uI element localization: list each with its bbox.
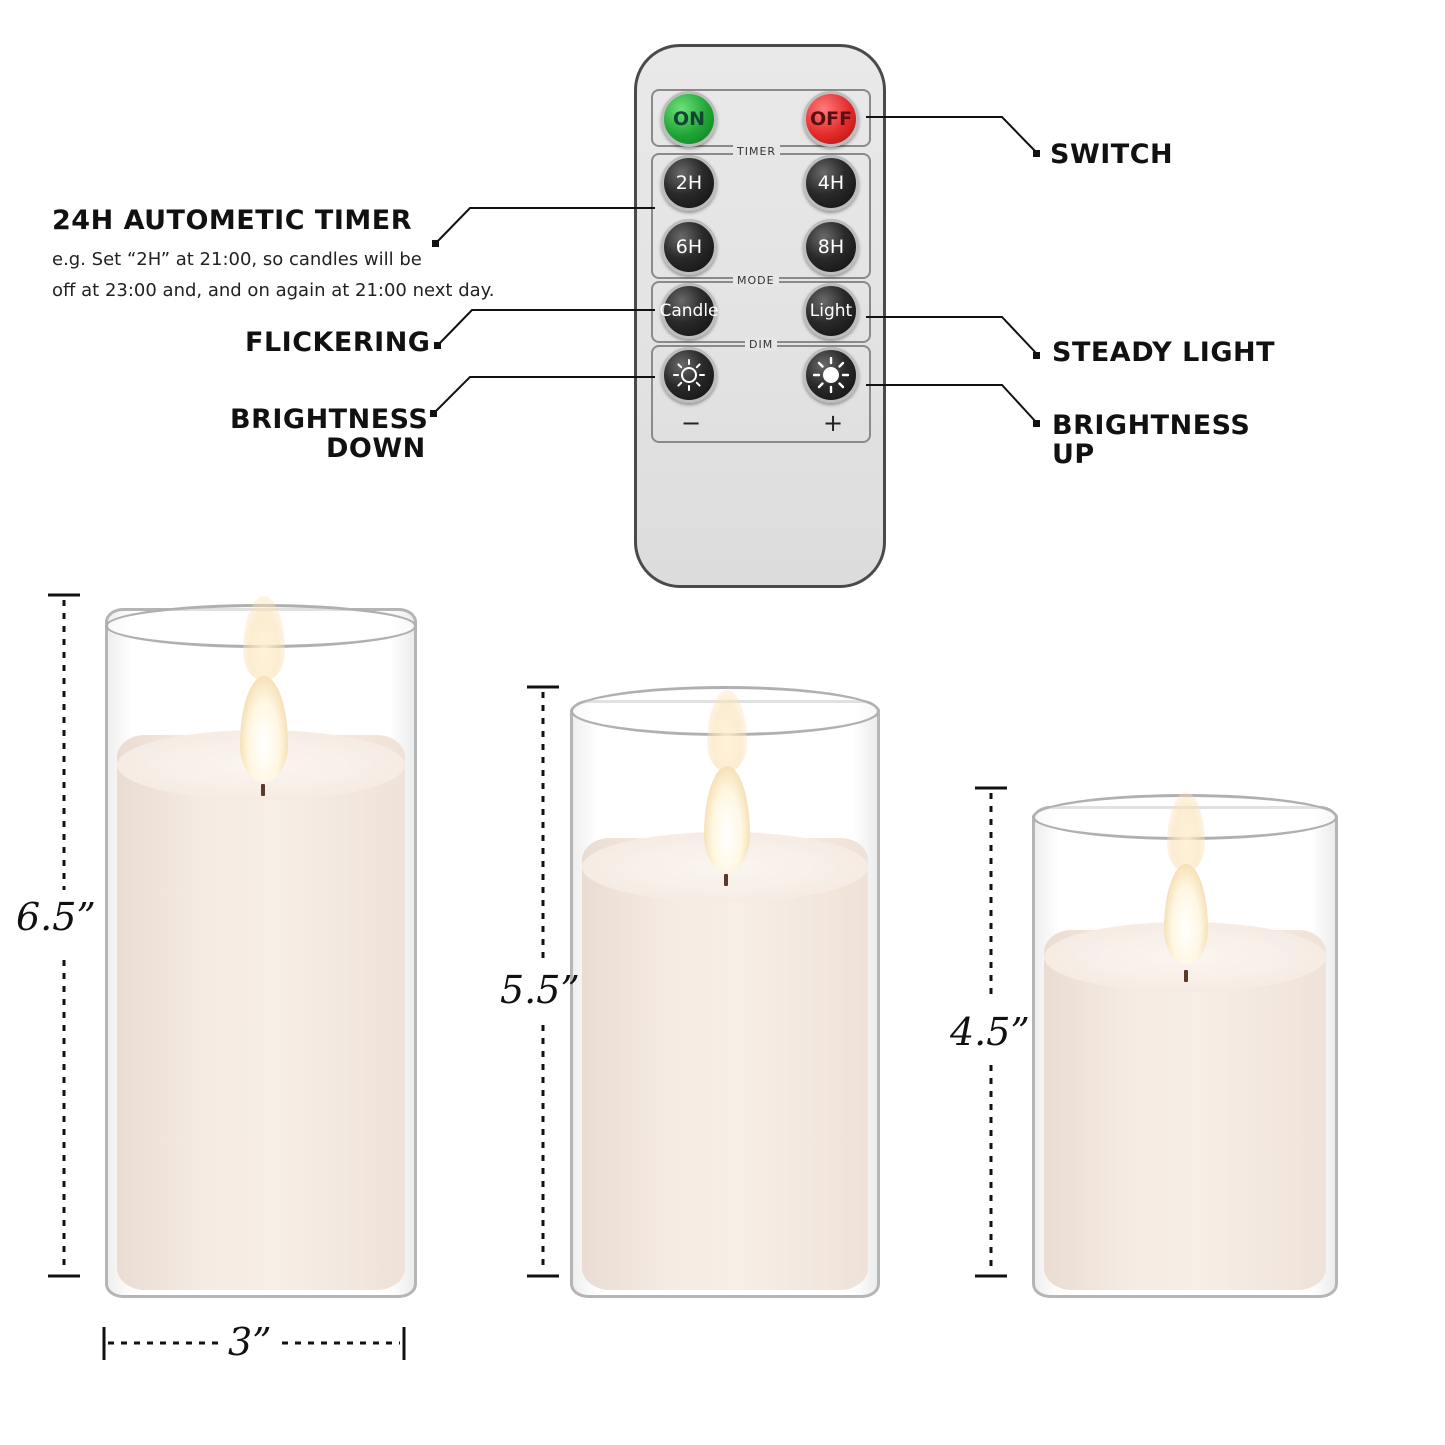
sun-small-icon bbox=[673, 359, 705, 391]
medium-wick bbox=[724, 874, 728, 886]
plus-sign: + bbox=[823, 409, 844, 437]
dim-group-label: DIM bbox=[745, 338, 778, 351]
short-flame bbox=[1164, 864, 1208, 964]
timer-8h-button[interactable]: 8H bbox=[803, 219, 859, 275]
timer-4h-button[interactable]: 4H bbox=[803, 155, 859, 211]
light-mode-button[interactable]: Light bbox=[803, 283, 859, 339]
short-wick bbox=[1184, 970, 1188, 982]
dimension-lines bbox=[48, 593, 1007, 1360]
brightness-up-label-1: BRIGHTNESS bbox=[1052, 410, 1251, 441]
candle-mode-button[interactable]: Candle bbox=[659, 283, 719, 339]
timer-title: 24H AUTOMETIC TIMER bbox=[52, 205, 412, 236]
short-flame-reflection bbox=[1167, 792, 1205, 872]
tall-flame-reflection bbox=[243, 596, 285, 681]
timer-6h-button[interactable]: 6H bbox=[661, 219, 717, 275]
timer-note-line2: off at 23:00 and, and on again at 21:00 … bbox=[52, 280, 495, 301]
timer-group-label: TIMER bbox=[733, 145, 781, 158]
brightness-up-label-2: UP bbox=[1052, 439, 1095, 470]
tall-height-label: 6.5” bbox=[16, 895, 96, 939]
width-label: 3” bbox=[228, 1320, 272, 1364]
flickering-label: FLICKERING bbox=[245, 327, 431, 358]
timer-2h-button[interactable]: 2H bbox=[661, 155, 717, 211]
tall-wick bbox=[261, 784, 265, 796]
callout-lines bbox=[430, 116, 1040, 427]
tall-flame bbox=[240, 676, 288, 782]
remote-control: ON OFF TIMER 2H 4H 6H 8H MODE Candle Lig… bbox=[634, 44, 886, 588]
mode-group-label: MODE bbox=[733, 274, 779, 287]
on-button[interactable]: ON bbox=[661, 91, 717, 147]
brightness-up-button[interactable] bbox=[803, 347, 859, 403]
brightness-down-label-2: DOWN bbox=[326, 433, 426, 464]
brightness-down-button[interactable] bbox=[661, 347, 717, 403]
tall-wax bbox=[117, 735, 405, 1290]
sun-large-icon bbox=[813, 357, 849, 393]
steady-light-label: STEADY LIGHT bbox=[1052, 337, 1276, 368]
off-button[interactable]: OFF bbox=[803, 91, 859, 147]
medium-wax bbox=[582, 838, 868, 1290]
medium-flame-reflection bbox=[707, 690, 747, 772]
minus-sign: − bbox=[681, 409, 702, 437]
medium-height-label: 5.5” bbox=[500, 968, 580, 1012]
timer-note-line1: e.g. Set “2H” at 21:00, so candles will … bbox=[52, 249, 422, 270]
medium-flame bbox=[704, 766, 750, 872]
short-height-label: 4.5” bbox=[950, 1010, 1030, 1054]
brightness-down-label-1: BRIGHTNESS bbox=[230, 404, 429, 435]
switch-label: SWITCH bbox=[1050, 139, 1174, 170]
